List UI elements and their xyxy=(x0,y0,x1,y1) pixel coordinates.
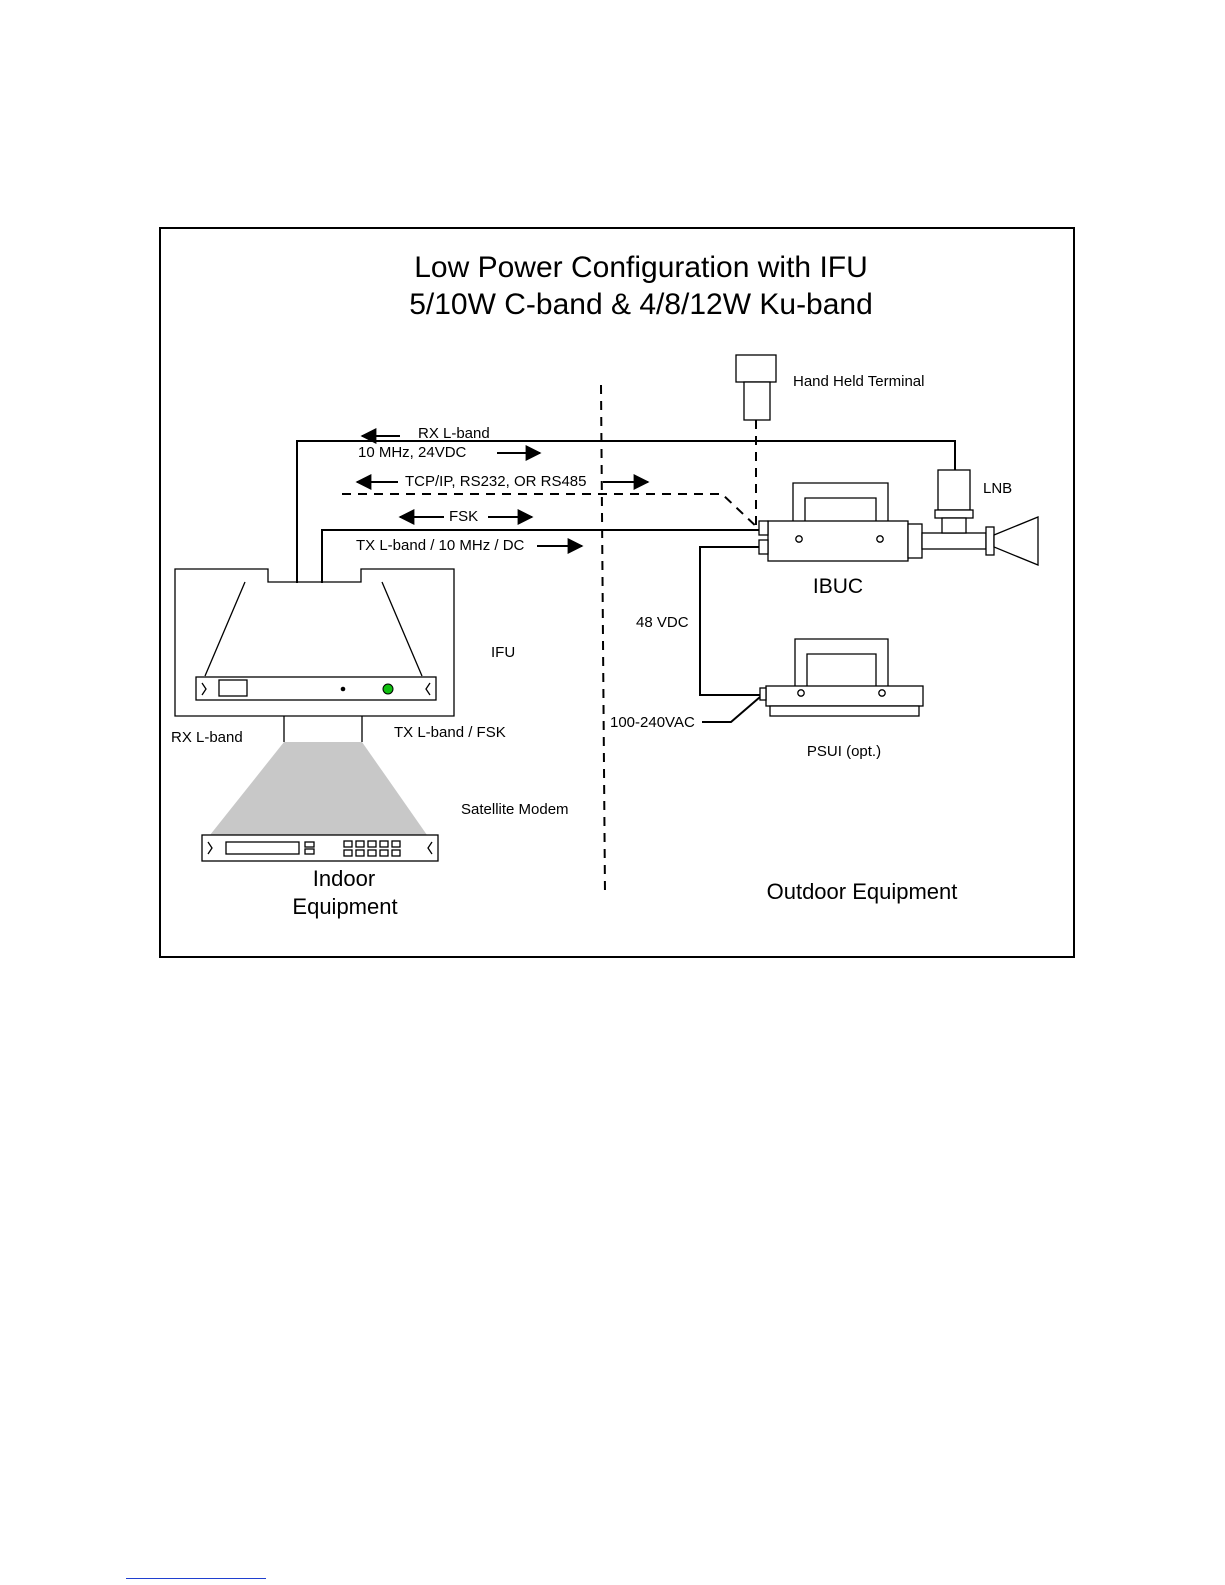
psui-label: PSUI (opt.) xyxy=(807,743,881,760)
outdoor-label: Outdoor Equipment xyxy=(767,879,958,904)
ac-input-cable xyxy=(702,697,760,722)
rx-lband-cable xyxy=(297,441,955,583)
dc48-cable xyxy=(700,547,762,695)
tcpip-label: TCP/IP, RS232, OR RS485 xyxy=(405,473,586,490)
lnb-label: LNB xyxy=(983,480,1012,497)
modem-rx-label: RX L-band xyxy=(171,729,243,746)
psui-device xyxy=(760,639,923,716)
modem-tx-label: TX L-band / FSK xyxy=(394,724,506,741)
ac-input-label: 100-240VAC xyxy=(610,714,695,731)
tx-lband-label: TX L-band / 10 MHz / DC xyxy=(356,537,525,554)
indoor-label-line1: Indoor xyxy=(313,866,375,891)
indoor-outdoor-divider xyxy=(601,385,605,895)
footer-link-underline[interactable] xyxy=(126,1578,266,1579)
ifu-label: IFU xyxy=(491,644,515,661)
diagram-title-line1: Low Power Configuration with IFU xyxy=(414,251,868,284)
fsk-label: FSK xyxy=(449,508,478,525)
ref-power-label: 10 MHz, 24VDC xyxy=(358,444,467,461)
tcpip-cable xyxy=(342,494,760,530)
rx-lband-label: RX L-band xyxy=(418,425,490,442)
dc48-label: 48 VDC xyxy=(636,614,689,631)
satellite-modem-label: Satellite Modem xyxy=(461,801,569,818)
lnb-device xyxy=(935,470,973,533)
hand-held-terminal-icon xyxy=(736,355,776,420)
ibuc-label: IBUC xyxy=(813,575,863,598)
ifu-status-led xyxy=(383,684,393,694)
indoor-label-line2: Equipment xyxy=(292,894,397,919)
hand-held-terminal-label: Hand Held Terminal xyxy=(793,373,924,390)
ifu-device xyxy=(175,569,454,716)
diagram-title-line2: 5/10W C-band & 4/8/12W Ku-band xyxy=(409,288,873,321)
